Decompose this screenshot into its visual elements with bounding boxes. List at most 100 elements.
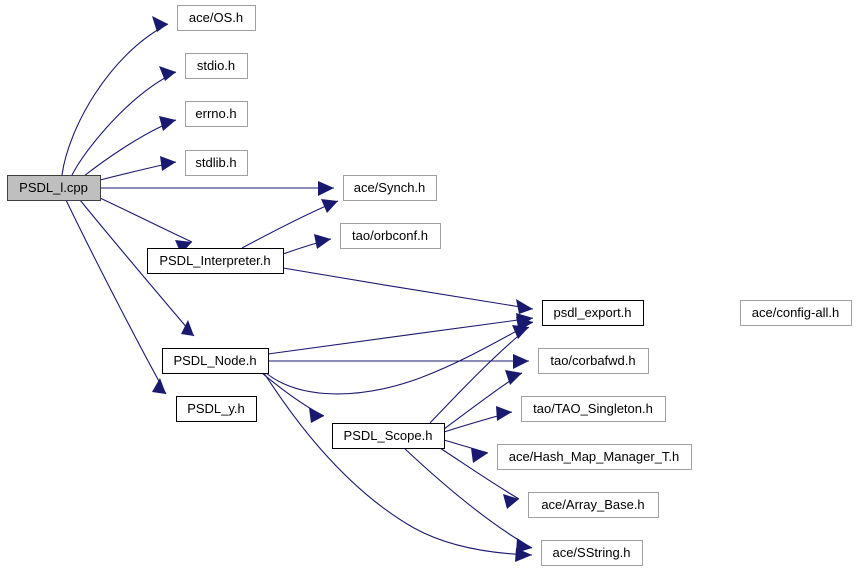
graph-node-ace-config-all-h[interactable]: ace/config-all.h (740, 300, 852, 326)
dependency-edge (71, 66, 177, 176)
node-box[interactable] (541, 540, 643, 566)
edge-arrowhead-icon (516, 538, 532, 553)
edge-line (263, 372, 533, 556)
graph-node-tao-tao-singleton-h[interactable]: tao/TAO_Singleton.h (521, 396, 666, 422)
graph-node-ace-synch-h[interactable]: ace/Synch.h (343, 175, 437, 201)
node-label: tao/orbconf.h (352, 228, 428, 243)
node-label: ace/config-all.h (752, 305, 839, 320)
edge-arrowhead-icon (159, 66, 176, 81)
graph-node-tao-orbconf-h[interactable]: tao/orbconf.h (340, 223, 441, 249)
node-box[interactable] (7, 175, 101, 201)
node-label: PSDL_Interpreter.h (159, 253, 270, 268)
dependency-edge (439, 447, 520, 509)
node-box[interactable] (332, 423, 445, 449)
graph-node-ace-hash-map-manager-t-h[interactable]: ace/Hash_Map_Manager_T.h (497, 444, 692, 470)
node-box[interactable] (343, 175, 437, 201)
edge-line (443, 439, 489, 454)
node-box[interactable] (538, 348, 649, 374)
node-box[interactable] (162, 348, 269, 374)
graph-node-psdl-node-h[interactable]: PSDL_Node.h (162, 348, 269, 374)
dependency-edge (268, 354, 529, 369)
dependency-edge (61, 16, 169, 176)
graph-node-stdio-h[interactable]: stdio.h (185, 53, 248, 79)
edge-arrowhead-icon (152, 378, 166, 394)
dependency-edge (99, 156, 177, 181)
edge-arrowhead-icon (471, 448, 488, 463)
graph-node-psdl-export-h[interactable]: psdl_export.h (542, 300, 644, 326)
dependency-edge (443, 406, 513, 433)
edge-line (79, 199, 195, 337)
edge-arrowhead-icon (159, 116, 176, 131)
node-box[interactable] (528, 492, 659, 518)
edge-arrowhead-icon (314, 234, 331, 249)
node-box[interactable] (542, 300, 644, 326)
edge-line (71, 71, 177, 176)
edge-line (267, 317, 534, 355)
dependency-edge (282, 234, 332, 255)
node-label: PSDL_l.cpp (19, 180, 88, 195)
node-box[interactable] (497, 444, 692, 470)
node-label: PSDL_Node.h (173, 353, 256, 368)
edge-line (61, 23, 169, 176)
nodes-layer: PSDL_l.cpp ace/OS.h stdio.h errno.h stdlib.h… (7, 5, 852, 566)
node-box[interactable] (147, 248, 284, 274)
node-label: ace/Array_Base.h (541, 497, 644, 512)
node-label: ace/Synch.h (354, 180, 426, 195)
graph-node-stdlib-h[interactable]: stdlib.h (185, 150, 248, 176)
edge-line (261, 372, 325, 417)
graph-node-ace-sstring-h[interactable]: ace/SString.h (541, 540, 643, 566)
graph-node-ace-os-h[interactable]: ace/OS.h (177, 5, 256, 31)
edge-arrowhead-icon (152, 16, 168, 32)
edge-arrowhead-icon (505, 370, 522, 385)
edge-line (439, 447, 520, 500)
edge-arrowhead-icon (175, 240, 192, 254)
graph-node-psdl-scope-h[interactable]: PSDL_Scope.h (332, 423, 445, 449)
dependency-edge (241, 199, 339, 249)
dependency-edge (100, 181, 334, 196)
node-box[interactable] (177, 5, 256, 31)
edge-line (265, 321, 534, 395)
dependency-edge (263, 372, 533, 562)
node-box[interactable] (340, 223, 441, 249)
dependency-edge (282, 267, 534, 314)
edge-line (403, 447, 533, 549)
edge-arrowhead-icon (321, 199, 338, 213)
node-label: tao/corbafwd.h (550, 353, 635, 368)
graph-node-psdl-interpreter-h[interactable]: PSDL_Interpreter.h (147, 248, 284, 274)
node-box[interactable] (521, 396, 666, 422)
node-label: stdio.h (197, 58, 235, 73)
dependency-edge (83, 116, 177, 177)
graph-node-ace-array-base-h[interactable]: ace/Array_Base.h (528, 492, 659, 518)
node-box[interactable] (185, 53, 248, 79)
edge-arrowhead-icon (512, 325, 529, 339)
node-box[interactable] (185, 150, 248, 176)
edge-line (282, 267, 534, 310)
graph-node-tao-corbafwd-h[interactable]: tao/corbafwd.h (538, 348, 649, 374)
edge-arrowhead-icon (503, 494, 519, 509)
graph-node-errno-h[interactable]: errno.h (185, 101, 248, 127)
node-label: PSDL_y.h (187, 401, 245, 416)
node-label: psdl_export.h (553, 305, 631, 320)
edge-arrowhead-icon (496, 406, 512, 421)
dependency-edge (265, 317, 534, 395)
node-label: tao/TAO_Singleton.h (533, 401, 653, 416)
dependency-edge (65, 199, 167, 395)
node-box[interactable] (740, 300, 852, 326)
node-label: errno.h (195, 106, 236, 121)
edge-line (99, 197, 193, 243)
edge-arrowhead-icon (181, 320, 194, 336)
node-box[interactable] (176, 396, 257, 422)
dependency-edge (267, 313, 534, 355)
edge-arrowhead-icon (160, 156, 176, 171)
node-label: ace/OS.h (189, 10, 243, 25)
edge-arrowhead-icon (318, 181, 334, 196)
graph-node-psdl-l-cpp[interactable]: PSDL_l.cpp (7, 175, 101, 201)
dependency-edge (443, 370, 523, 430)
node-label: PSDL_Scope.h (344, 428, 433, 443)
graph-node-psdl-y-h[interactable]: PSDL_y.h (176, 396, 257, 422)
edge-arrowhead-icon (516, 299, 533, 314)
edge-line (65, 199, 167, 395)
node-box[interactable] (185, 101, 248, 127)
